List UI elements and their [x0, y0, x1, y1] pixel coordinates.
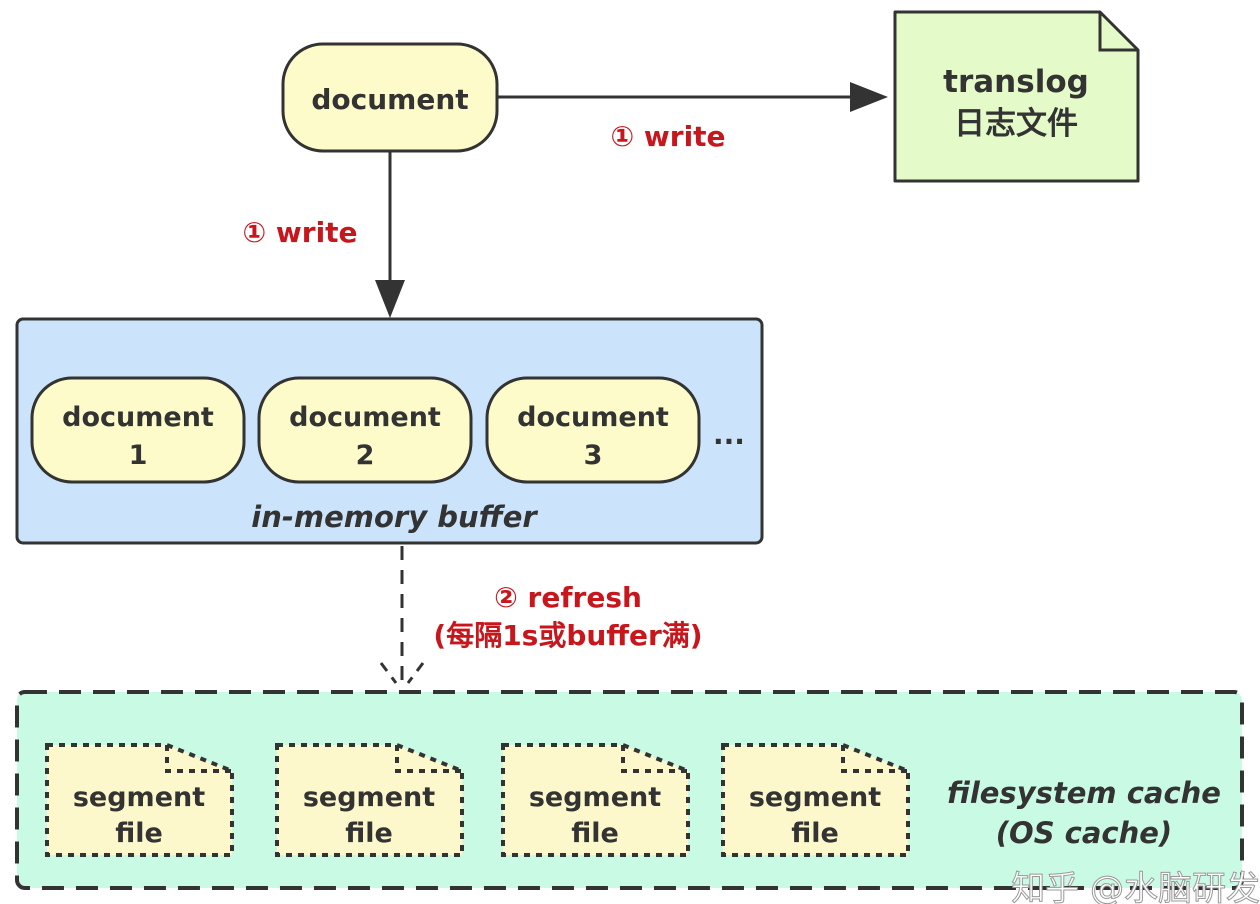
cache-title: filesystem cache	[947, 776, 1221, 810]
file-shape	[275, 743, 464, 857]
node-in-memory-buffer[interactable]: document 1 document 2 document 3 ... in-…	[15, 317, 764, 545]
edge-refresh	[379, 546, 425, 690]
file-shape	[721, 743, 910, 857]
arrowhead-icon	[379, 662, 398, 684]
document-shape	[485, 376, 701, 484]
edge-write-translog	[498, 82, 888, 112]
file-shape	[45, 743, 234, 857]
segment-file-1[interactable]: segment file	[45, 743, 234, 857]
buffer-document-3[interactable]: document 3	[485, 376, 701, 484]
segment-label: segment	[73, 782, 205, 813]
translog-title: translog	[943, 64, 1089, 100]
edge-label-write-translog: ① write	[610, 120, 725, 153]
file-fold-icon	[841, 745, 908, 773]
edge-label-refresh: ② refresh	[494, 581, 642, 614]
document-number: 2	[356, 440, 375, 471]
file-fold-icon	[1098, 12, 1138, 52]
buffer-title: in-memory buffer	[251, 500, 538, 534]
document-shape	[281, 42, 499, 153]
buffer-document-1[interactable]: document 1	[30, 376, 246, 484]
segment-label: segment	[303, 782, 435, 813]
segment-file-2[interactable]: segment file	[275, 743, 464, 857]
document-label: document	[289, 402, 441, 433]
document-shape	[30, 376, 246, 484]
watermark: 知乎 @水脑研发	[1011, 869, 1260, 904]
buffer-document-2[interactable]: document 2	[257, 376, 473, 484]
ellipsis: ...	[713, 418, 745, 451]
segment-label: segment	[529, 782, 661, 813]
segment-file-4[interactable]: segment file	[721, 743, 910, 857]
document-label: document	[62, 402, 214, 433]
node-translog[interactable]: translog 日志文件	[893, 10, 1140, 183]
edge-write-buffer	[375, 152, 405, 318]
file-fold-icon	[395, 745, 462, 773]
node-filesystem-cache[interactable]: segment file segment file segment file s…	[15, 690, 1244, 890]
file-shape	[501, 743, 690, 857]
arrowhead-icon-right	[406, 662, 425, 684]
edge-label-refresh-detail: (每隔1s或buffer满)	[433, 619, 702, 652]
segment-sublabel: file	[345, 818, 393, 849]
edge-label-write-buffer: ① write	[242, 216, 357, 249]
segment-sublabel: file	[115, 818, 163, 849]
file-shape	[893, 10, 1140, 183]
segment-label: segment	[749, 782, 881, 813]
segment-file-3[interactable]: segment file	[501, 743, 690, 857]
document-label: document	[517, 402, 669, 433]
node-source-document[interactable]: document	[281, 42, 499, 153]
arrowhead-icon	[375, 280, 405, 318]
file-fold-icon	[621, 745, 688, 773]
segment-sublabel: file	[791, 818, 839, 849]
document-shape	[257, 376, 473, 484]
document-number: 1	[129, 440, 148, 471]
segment-sublabel: file	[571, 818, 619, 849]
arrowhead-icon	[850, 82, 888, 112]
cache-subtitle: (OS cache)	[996, 816, 1172, 850]
file-fold-icon	[165, 745, 232, 773]
document-label: document	[311, 83, 468, 116]
translog-subtitle: 日志文件	[954, 106, 1078, 142]
document-number: 3	[584, 440, 603, 471]
